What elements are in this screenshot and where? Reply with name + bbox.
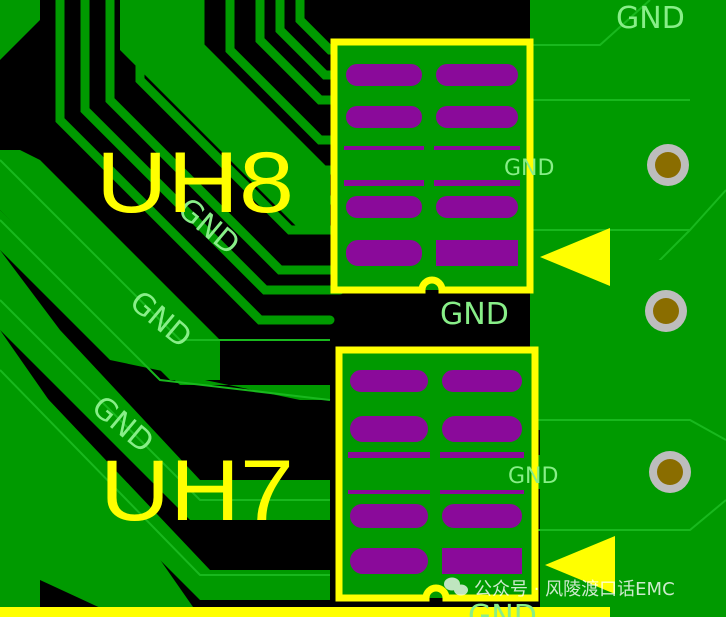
pad-pair xyxy=(342,60,522,90)
pad-pair-gnd xyxy=(340,146,530,186)
uh7-pin1-marker-icon xyxy=(545,536,615,594)
designator-uh8: UH8 xyxy=(96,135,294,231)
watermark: 公众号 · 风陵渡口话EMC xyxy=(444,577,675,600)
component-uh7 xyxy=(335,346,615,602)
via xyxy=(647,144,689,186)
uh8-pin1-marker-icon xyxy=(540,228,610,286)
uh7-pads xyxy=(344,366,534,578)
pad-pair xyxy=(346,412,526,446)
vias xyxy=(645,144,691,493)
uh7-silkscreen-outline xyxy=(335,346,539,602)
net-label-gnd-uh8-right: GND xyxy=(504,156,554,181)
wechat-icon xyxy=(444,577,468,596)
pad-pair xyxy=(346,500,526,532)
net-label-gnd-uh7-bottom: GND xyxy=(468,599,537,617)
via xyxy=(645,290,687,332)
uh8-pads xyxy=(340,60,530,270)
designators: UH8 UH7 xyxy=(96,135,294,539)
pad-pair xyxy=(346,544,526,578)
pad-pair xyxy=(342,102,522,132)
net-label-gnd-uh8-bottom: GND xyxy=(440,297,509,332)
watermark-text: 公众号 · 风陵渡口话EMC xyxy=(474,579,675,600)
uh8-silkscreen-outline xyxy=(330,38,534,294)
silkscreen-bottom-line xyxy=(0,607,610,617)
pad-pair-gnd xyxy=(344,452,534,494)
designator-uh7: UH7 xyxy=(100,443,294,539)
pad-pair xyxy=(346,366,526,396)
net-label-gnd-top-right: GND xyxy=(616,1,685,36)
net-label-gnd-uh7-right: GND xyxy=(508,464,558,489)
pad-pair xyxy=(342,192,522,222)
via xyxy=(649,451,691,493)
pad-pair xyxy=(342,236,522,270)
component-uh8 xyxy=(330,38,610,294)
